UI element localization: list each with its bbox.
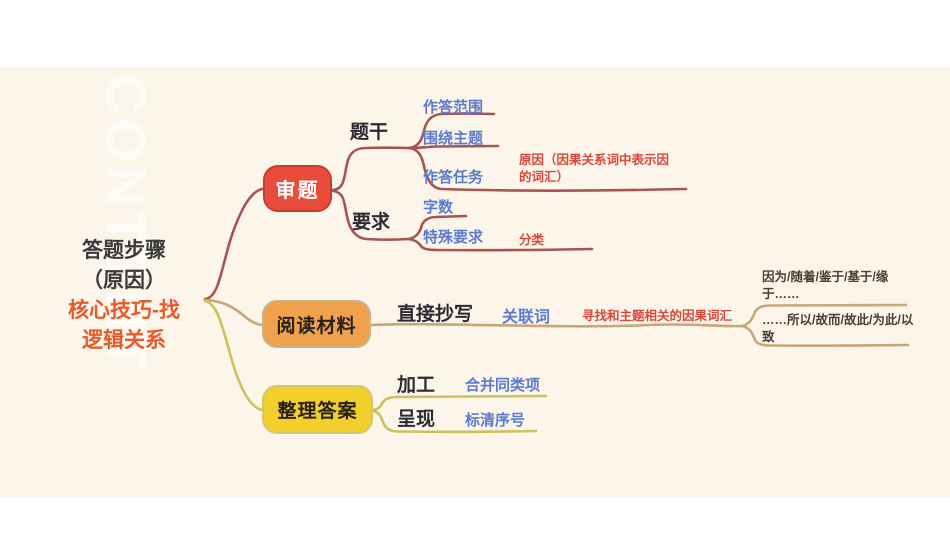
node-shenti: 审题 [263, 165, 332, 212]
root-line-2: （原因） [82, 269, 166, 292]
connector-yuedu-chain [369, 322, 745, 328]
watermark-text: CONTENT [95, 74, 158, 373]
note-zuoda-renwu: 原因（因果关系词中表示因的词汇） [519, 153, 670, 184]
connector-shenti-yaoqiu [331, 189, 410, 242]
connector-yaoqiu-teshuyaoqiu [406, 237, 594, 252]
node-zishu: 字数 [423, 199, 454, 216]
note-biaoqing-xuhao: 标清序号 [465, 412, 526, 429]
node-guanlianci: 关联词 [502, 309, 551, 326]
connector-root-shenti [203, 187, 264, 301]
node-chengxian: 呈现 [397, 409, 436, 430]
node-teshu-yaoqiu: 特殊要求 [423, 229, 484, 246]
slide-background [0, 67, 950, 497]
connector-root-yuedu [203, 298, 264, 327]
connector-tigan-zuodarenwu [407, 146, 688, 192]
root-line-3: 核心技巧-找 [68, 299, 180, 322]
note-yinguo-cihui: 寻找和主题相关的因果词汇 [582, 309, 733, 323]
connector-zhengli-jiagong [370, 394, 548, 412]
node-zhijie-chaoxie: 直接抄写 [397, 304, 474, 325]
connector-zhengli-chengxian [370, 409, 538, 434]
connector-shenti-tigan [331, 146, 411, 192]
node-zhengli: 整理答案 [262, 385, 373, 434]
connector-root-zhengli [203, 299, 264, 412]
node-weirao-zhuti: 围绕主题 [423, 130, 484, 147]
note-fenlei: 分类 [519, 233, 545, 247]
node-zuoda-fanwei: 作答范围 [423, 99, 484, 116]
node-yuedu: 阅读材料 [262, 300, 371, 348]
note-hebing-tongleixiang: 合并同类项 [465, 377, 541, 394]
connector-tigan-zuodafanwei [407, 112, 496, 150]
node-jiagong: 加工 [397, 375, 436, 396]
node-cause-words: 因为/随着/鉴于/基于/缘于…… [762, 270, 889, 301]
node-effect-words: ……所以/故而/故此/为此/以致 [762, 313, 914, 344]
root-line-4: 逻辑关系 [82, 329, 166, 352]
node-yaoqiu: 要求 [352, 212, 391, 233]
node-zuoda-renwu: 作答任务 [423, 169, 484, 186]
root-line-1: 答题步骤 [82, 239, 166, 262]
connector-chain-effectwords [741, 324, 910, 348]
connector-yaoqiu-zishu [406, 214, 468, 241]
root-topic: 答题步骤 （原因） 核心技巧-找 逻辑关系 [38, 236, 210, 356]
node-tigan: 题干 [350, 122, 389, 143]
connector-chain-causewords [741, 303, 908, 328]
